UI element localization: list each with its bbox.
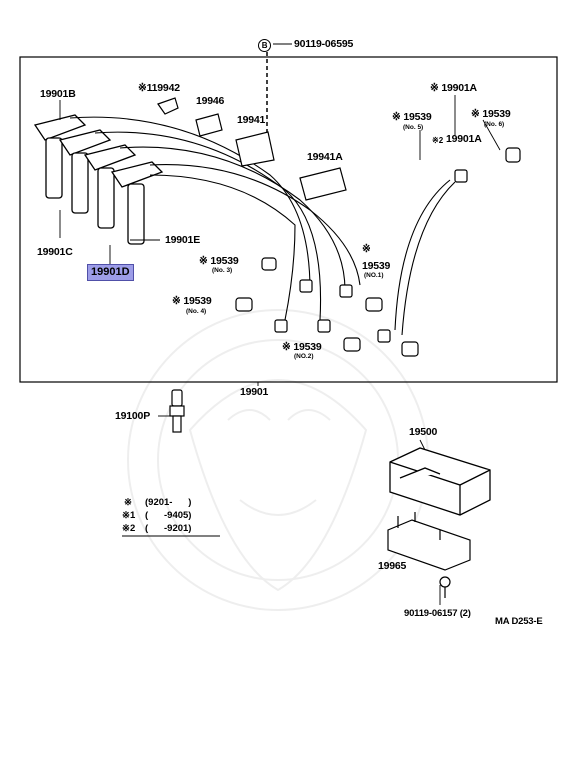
label-no6: (No. 6) xyxy=(484,121,505,128)
label-no2: (NO.2) xyxy=(294,353,314,360)
part-19941[interactable]: 19941 xyxy=(237,114,266,126)
part-19901D-highlight[interactable]: 19901D xyxy=(87,264,134,281)
ignition-wires xyxy=(69,116,456,336)
coil-bracket xyxy=(387,512,471,598)
part-19539-no4[interactable]: ※ 19539 xyxy=(172,295,212,307)
footnote-text: (9201- ) xyxy=(145,497,192,508)
part-19941A[interactable]: 19941A xyxy=(307,151,343,163)
part-19901B[interactable]: 19901B xyxy=(40,88,76,100)
part-19500[interactable]: 19500 xyxy=(409,426,438,438)
part-19901C[interactable]: 19901C xyxy=(37,246,73,258)
part-19539-no1-mark: ※ xyxy=(362,243,371,255)
bolt-marker: B xyxy=(258,39,271,52)
assembly-frame xyxy=(19,56,558,383)
label-no4: (No. 4) xyxy=(186,308,207,315)
part-19965[interactable]: 19965 xyxy=(378,560,407,572)
label-no3: (No. 3) xyxy=(212,267,233,274)
wire-terminals xyxy=(235,147,521,357)
part-19901E[interactable]: 19901E xyxy=(165,234,201,246)
plug-boots xyxy=(33,114,164,245)
part-19901[interactable]: 19901 xyxy=(240,386,269,398)
part-90119-06595[interactable]: 90119-06595 xyxy=(294,38,354,50)
footnote-mark: ※2 xyxy=(122,523,136,534)
footnote-mark: ※ xyxy=(124,497,132,508)
label-no5: (No. 5) xyxy=(403,124,424,131)
bolt-marker-label: B xyxy=(258,39,274,52)
wire-clamps xyxy=(157,97,347,201)
part-2-19901A[interactable]: 19901A xyxy=(446,133,482,145)
part-19901A[interactable]: ※ 19901A xyxy=(430,82,477,94)
part-19946[interactable]: 19946 xyxy=(196,95,225,107)
spark-plug xyxy=(169,389,185,433)
part-90119-06157[interactable]: 90119-06157 (2) xyxy=(404,608,471,619)
part-19539-no2[interactable]: ※ 19539 xyxy=(282,341,322,353)
label-no1: (NO.1) xyxy=(364,272,384,279)
part-19100P[interactable]: 19100P xyxy=(115,410,151,422)
part-19539-no1[interactable]: 19539 xyxy=(362,260,391,272)
footnote-text: ( -9405) xyxy=(145,510,192,521)
footnote-text: ( -9201) xyxy=(145,523,192,534)
footnote-mark: ※1 xyxy=(122,510,136,521)
part-119942[interactable]: ※119942 xyxy=(138,82,180,94)
prefix-2: ※2 xyxy=(432,136,444,145)
part-19539-no3[interactable]: ※ 19539 xyxy=(199,255,239,267)
diagram-code: MA D253-E xyxy=(495,616,543,627)
part-19539-no5[interactable]: ※ 19539 xyxy=(392,111,432,123)
ignition-coil xyxy=(389,447,491,516)
part-19539-no6[interactable]: ※ 19539 xyxy=(471,108,511,120)
